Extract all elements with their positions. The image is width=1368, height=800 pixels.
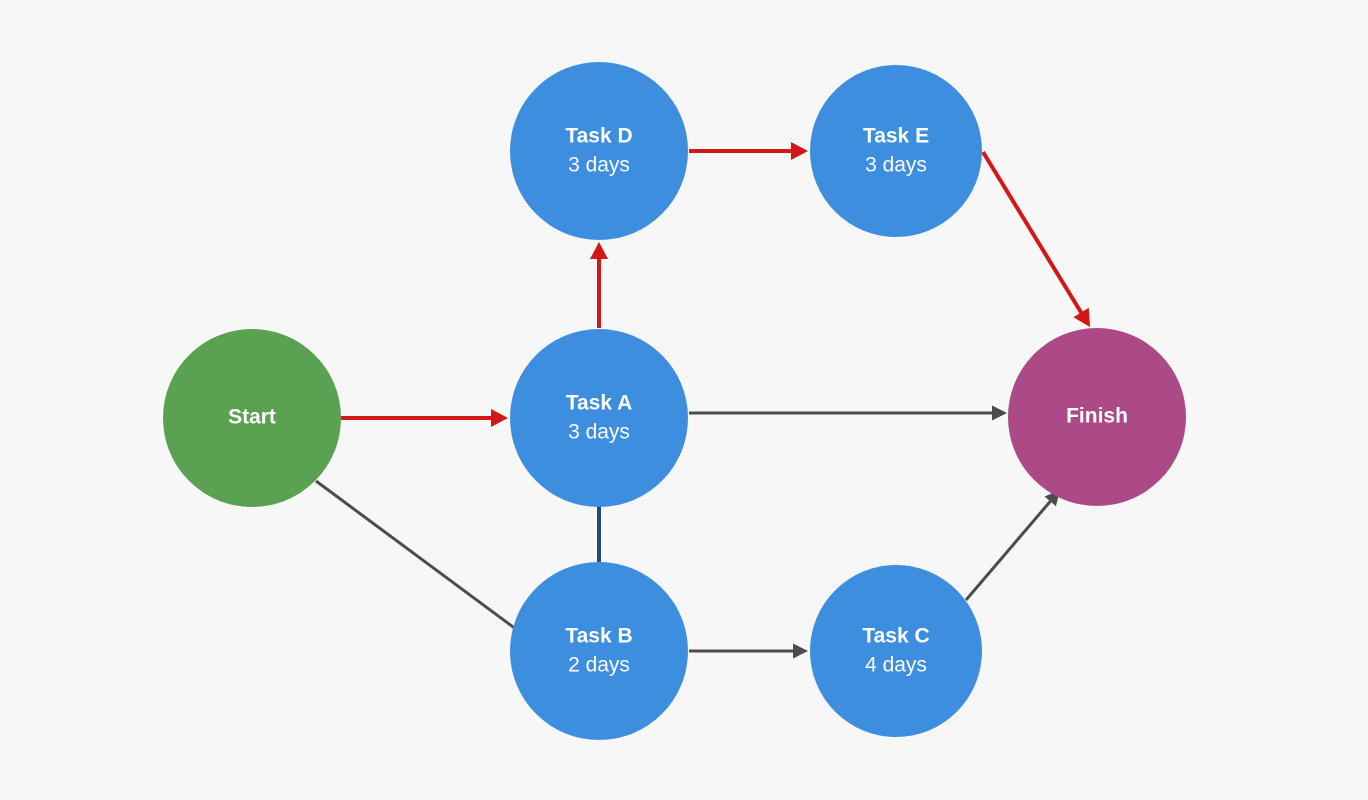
edge-task-a-to-task-d-arrowhead bbox=[590, 242, 608, 259]
task-c-node-duration: 4 days bbox=[865, 654, 927, 677]
edge-task-b-to-task-c-arrowhead bbox=[793, 643, 808, 659]
task-a-node-label: Task A bbox=[566, 392, 633, 415]
edge-task-a-to-finish-arrowhead bbox=[992, 405, 1007, 421]
task-e-node-circle[interactable] bbox=[810, 65, 982, 237]
task-a-node[interactable]: Task A 3 days bbox=[510, 329, 688, 507]
task-e-node-label: Task E bbox=[863, 125, 929, 148]
edge-task-e-to-finish-line bbox=[981, 150, 1085, 317]
task-e-node[interactable]: Task E 3 days bbox=[810, 65, 982, 237]
edge-task-d-to-task-e-arrowhead bbox=[791, 142, 808, 160]
task-b-node-duration: 2 days bbox=[568, 654, 630, 677]
task-e-node-duration: 3 days bbox=[865, 154, 927, 177]
task-d-node-circle[interactable] bbox=[510, 62, 688, 240]
task-c-node[interactable]: Task C 4 days bbox=[810, 565, 982, 737]
edge-start-to-task-a bbox=[341, 409, 508, 427]
edge-task-a-to-finish bbox=[689, 405, 1007, 421]
task-b-node-circle[interactable] bbox=[510, 562, 688, 740]
finish-node[interactable]: Finish bbox=[1008, 328, 1186, 506]
start-node-circle[interactable] bbox=[163, 329, 341, 507]
edge-task-a-to-task-d bbox=[590, 242, 608, 328]
edge-start-to-task-b bbox=[315, 479, 528, 638]
finish-node-circle[interactable] bbox=[1008, 328, 1186, 506]
edge-task-c-to-finish-line bbox=[964, 498, 1054, 601]
edge-start-to-task-b-line bbox=[315, 479, 520, 632]
task-d-node[interactable]: Task D 3 days bbox=[510, 62, 688, 240]
edge-task-b-to-task-c bbox=[689, 643, 808, 659]
edge-task-c-to-finish bbox=[964, 490, 1060, 601]
task-c-node-circle[interactable] bbox=[810, 565, 982, 737]
task-d-node-label: Task D bbox=[565, 125, 632, 148]
edge-task-e-to-finish-arrowhead bbox=[1073, 307, 1090, 327]
edge-start-to-task-a-arrowhead bbox=[491, 409, 508, 427]
task-b-node-label: Task B bbox=[565, 625, 632, 648]
task-c-node-label: Task C bbox=[862, 625, 929, 648]
edge-task-e-to-finish bbox=[981, 150, 1090, 327]
task-b-node[interactable]: Task B 2 days bbox=[510, 562, 688, 740]
task-a-node-circle[interactable] bbox=[510, 329, 688, 507]
start-node-label: Start bbox=[228, 406, 276, 429]
task-d-node-duration: 3 days bbox=[568, 154, 630, 177]
task-a-node-duration: 3 days bbox=[568, 421, 630, 444]
finish-node-label: Finish bbox=[1066, 405, 1128, 428]
start-node[interactable]: Start bbox=[163, 329, 341, 507]
edges-layer bbox=[315, 142, 1090, 659]
edge-task-d-to-task-e bbox=[689, 142, 808, 160]
